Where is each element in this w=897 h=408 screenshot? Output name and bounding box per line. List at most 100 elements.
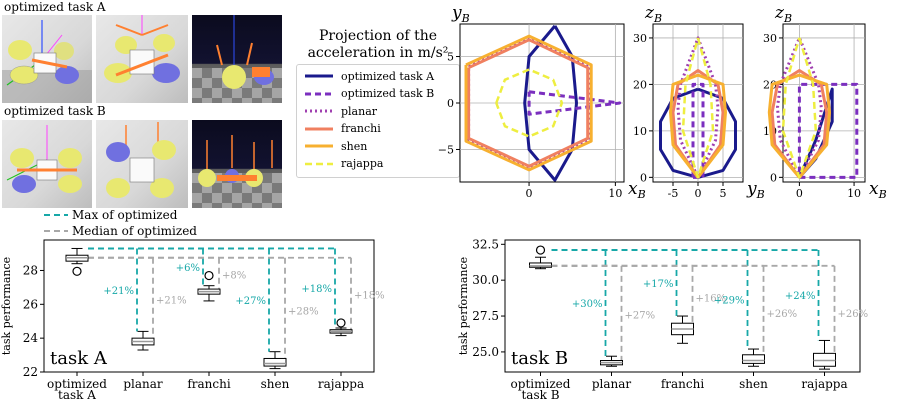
robot-b-render-3 — [192, 120, 282, 208]
y-tick-label: 28 — [23, 263, 38, 277]
series-line — [781, 37, 818, 179]
median-improvement-label: +26% — [767, 309, 798, 320]
legend-label: shen — [341, 139, 368, 153]
y-axis-label-subscript: B — [783, 12, 792, 25]
series-line — [797, 82, 859, 179]
y-axis-label: task performance — [0, 257, 13, 355]
legend-entry: optimized task A — [303, 69, 434, 83]
category-label: shen — [261, 377, 290, 391]
panel-frame — [43, 239, 375, 373]
y-tick-label: 20 — [633, 78, 647, 91]
category-label: shen — [739, 377, 768, 391]
x-axis-label-subscript: B — [878, 188, 887, 201]
series-line — [523, 24, 578, 182]
series-line — [681, 37, 715, 179]
outlier-point — [336, 318, 346, 328]
outlier-point — [204, 270, 214, 281]
median-improvement-label: +8% — [222, 271, 246, 282]
series-line — [770, 69, 829, 179]
y-tick-label: 10 — [633, 125, 647, 138]
series-line — [767, 73, 831, 179]
series-line — [691, 82, 705, 179]
y-tick-label: 0 — [640, 171, 647, 184]
category-label: rajappa — [318, 377, 364, 391]
box-body — [742, 354, 765, 364]
task-corner-label: task B — [511, 348, 568, 369]
y-tick-label: 5 — [447, 51, 454, 64]
y-tick-label: 32.5 — [472, 237, 499, 251]
x-tick-label: 0 — [526, 187, 533, 200]
robot-b-render-3-drawing — [198, 135, 273, 187]
category-label: planar — [123, 377, 163, 391]
legend-swatch — [305, 92, 333, 95]
series-line — [669, 73, 727, 179]
y-axis-label-subscript: B — [461, 12, 470, 25]
box-legend: Max of optimized Median of optimized — [44, 208, 197, 238]
y-tick-label: 30 — [763, 32, 777, 45]
y-tick-label: 22 — [23, 365, 38, 379]
x-tick-label: 0 — [695, 187, 702, 200]
optimized-task-b-label: optimized task B — [4, 104, 106, 118]
robot-b-render-1 — [2, 120, 92, 208]
projection-title-line2: acceleration in m/s² — [307, 45, 449, 61]
series-line — [467, 38, 590, 168]
max-improvement-label: +30% — [572, 299, 603, 310]
x-axis-label-subscript: B — [637, 188, 646, 201]
x-axis-label: yB — [746, 179, 765, 201]
y-tick-label: 0 — [447, 97, 454, 110]
median-improvement-label: +16% — [696, 293, 727, 304]
robot-a-render-1-drawing — [2, 20, 92, 103]
legend-label: planar — [341, 104, 378, 118]
legend-label: optimized task A — [341, 69, 435, 83]
legend-swatch — [305, 127, 333, 130]
x-tick-label: 10 — [847, 187, 861, 200]
y-axis-label: task performance — [457, 257, 470, 355]
legend-entry: planar — [303, 104, 377, 118]
median-improvement-label: +21% — [156, 296, 187, 307]
robot-a-render-3-drawing — [216, 15, 274, 89]
projection-title-line1: Projection of the — [319, 28, 437, 44]
category-label: franchi — [187, 377, 231, 391]
category-label: planar — [592, 377, 632, 391]
legend-entry: optimized task B — [303, 87, 434, 101]
legend-swatch — [305, 162, 333, 165]
category-label: optimized — [47, 377, 107, 391]
outlier-point — [535, 245, 546, 255]
category-label-line2: task A — [58, 388, 96, 402]
robot-b-render-2 — [96, 120, 188, 208]
y-axis-label: yB — [451, 3, 470, 25]
median-improvement-label: +26% — [838, 309, 869, 320]
x-tick-label: 5 — [720, 187, 727, 200]
max-legend-label: Max of optimized — [72, 208, 178, 222]
y-tick-label: 20 — [763, 78, 777, 91]
task-corner-label: task A — [50, 348, 108, 369]
x-tick-label: 10 — [608, 187, 622, 200]
series-line — [671, 69, 725, 179]
y-tick-label: 24 — [23, 331, 39, 345]
legend-swatch — [305, 74, 333, 78]
max-improvement-label: +18% — [301, 284, 332, 295]
y-tick-label: 30 — [633, 32, 647, 45]
projection-title: Projection of the acceleration in m/s² — [298, 28, 458, 62]
y-tick-label: 27.5 — [472, 309, 499, 323]
median-legend-label: Median of optimized — [72, 224, 197, 238]
series-line — [527, 90, 622, 116]
x-axis-label: xB — [869, 179, 887, 201]
median-improvement-label: +28% — [288, 307, 319, 318]
y-axis-label: zB — [644, 3, 662, 25]
robot-b-render-2-drawing — [106, 122, 176, 198]
y-tick-label: 25.0 — [472, 345, 499, 359]
outlier-point — [72, 266, 82, 276]
series-line — [495, 68, 564, 138]
series-line — [464, 34, 593, 172]
y-tick-label: 26 — [23, 297, 38, 311]
category-label: franchi — [661, 377, 705, 391]
legend-label: rajappa — [341, 157, 384, 170]
